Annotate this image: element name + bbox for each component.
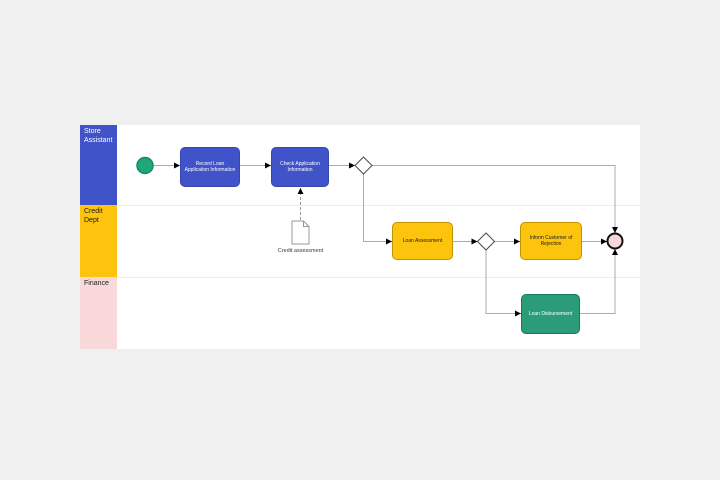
flow-gateway1-to-end [372, 165, 618, 233]
lane-divider-1 [80, 205, 640, 206]
lane-header-store-assistant[interactable]: Store Assistant [80, 125, 117, 205]
lane-header-finance[interactable]: Finance [80, 277, 117, 349]
flow-disbursement-to-end [580, 249, 618, 314]
task-record-loan-label: Record Loan Application Information [184, 160, 236, 173]
document-icon[interactable] [291, 220, 310, 245]
task-inform-customer-label: Inform Customer of Rejection [529, 234, 573, 247]
task-record-loan[interactable]: Record Loan Application Information [180, 147, 240, 187]
gateway-2[interactable] [476, 232, 496, 251]
flow-gateway2-to-disbursement [485, 250, 521, 317]
task-loan-assessment[interactable]: Loan Assessment [392, 222, 453, 260]
lane-divider-2 [80, 277, 640, 278]
lane-header-credit-dept[interactable]: Credit Dept [80, 205, 117, 277]
task-inform-customer[interactable]: Inform Customer of Rejection [520, 222, 582, 260]
flow-gateway1-to-assessment [363, 174, 392, 245]
gateway-1[interactable] [354, 156, 373, 175]
task-loan-assessment-label: Loan Assessment [402, 237, 443, 244]
task-loan-disbursement[interactable]: Loan Disbursement [521, 294, 580, 334]
start-event[interactable] [136, 156, 154, 175]
document-label: Credit assessment [277, 248, 324, 254]
task-check-application[interactable]: Check Application Information [271, 147, 329, 187]
end-event[interactable] [606, 232, 624, 250]
task-check-application-label: Check Application Information [280, 160, 320, 173]
task-loan-disbursement-label: Loan Disbursement [528, 310, 573, 317]
